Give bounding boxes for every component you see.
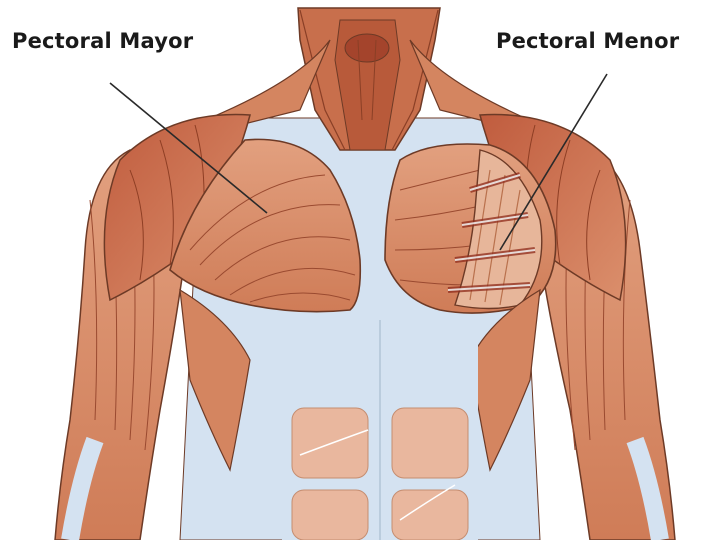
- pectoral-major-label: Pectoral Mayor: [12, 29, 193, 53]
- abdominals: [282, 320, 478, 540]
- pectoral-minor-label: Pectoral Menor: [496, 29, 679, 53]
